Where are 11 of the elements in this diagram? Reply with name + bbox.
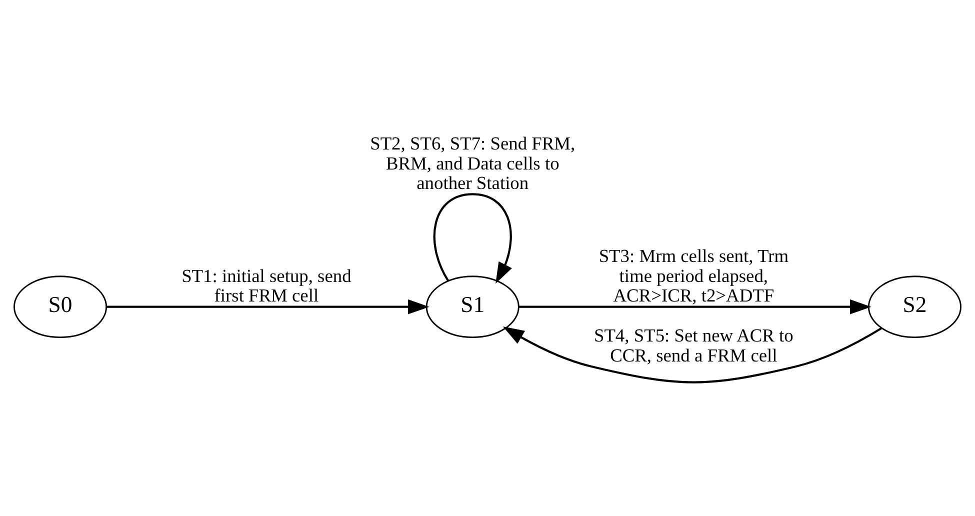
edge-label: ST1: initial setup, send first FRM cell xyxy=(182,265,352,306)
edge-label: ST3: Mrm cells sent, Trm time period elapsed, ACR>ICR, t2>ADTF xyxy=(598,246,789,306)
edge-label: ST2, ST6, ST7: Send FRM, BRM, and Data cells to another Station xyxy=(370,132,576,193)
arrow xyxy=(518,298,872,314)
node-ellipse: S2 xyxy=(868,275,962,338)
node-ellipse: S1 xyxy=(426,275,520,338)
node-ellipse: S0 xyxy=(14,275,108,338)
edge-label: ST4, ST5: Set new ACR to CCR, send a FRM cell xyxy=(594,324,794,365)
arrow xyxy=(502,326,882,383)
arrow xyxy=(106,298,430,314)
arrow xyxy=(433,192,512,284)
